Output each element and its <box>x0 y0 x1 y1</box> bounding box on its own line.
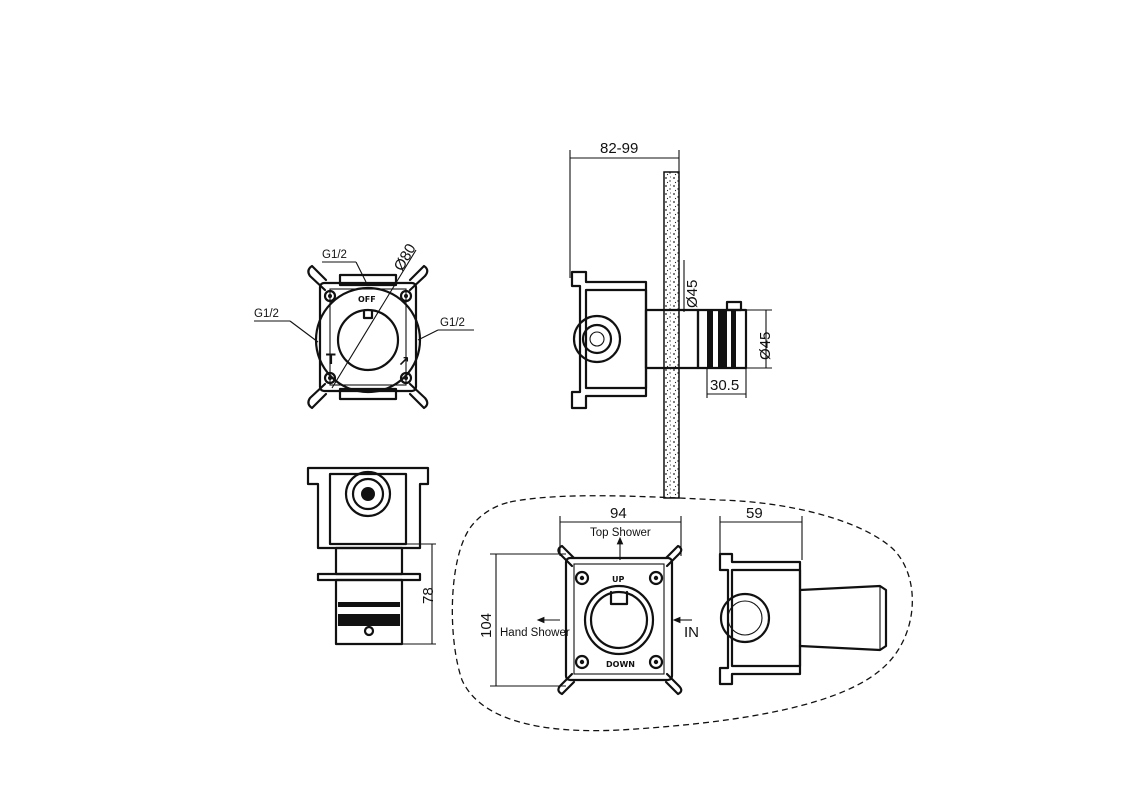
bottom-view-height-dim: 78 <box>420 587 437 604</box>
front-view-diameter-label: Ø80 <box>391 241 420 274</box>
front-view-label-right: G1/2 <box>440 317 465 329</box>
detail-port-top: Top Shower <box>590 527 651 539</box>
side-view: 82-99 Ø45 Ø45 30.5 <box>569 140 774 499</box>
front-view-symbol-right: ↗ <box>398 354 410 370</box>
front-view-label-left: G1/2 <box>254 308 279 320</box>
detail-group: 94 Top Shower 104 UP DOWN Hand Shower IN <box>451 495 913 732</box>
detail-width-dim: 94 <box>610 505 627 522</box>
detail-port-left: Hand Shower <box>500 627 570 639</box>
front-view: Ø80 G1/2 G1/2 G1/2 OFF T ↗ <box>254 241 474 410</box>
side-view-dia-upper: Ø45 <box>684 280 701 308</box>
side-view-dia-right: Ø45 <box>757 332 774 360</box>
front-view-ears <box>307 264 429 410</box>
side-view-depth-dim: 82-99 <box>600 140 638 157</box>
detail-text-down: DOWN <box>606 660 635 669</box>
detail-text-up: UP <box>612 575 624 584</box>
front-view-symbol-left: T <box>326 352 336 368</box>
detail-port-right: IN <box>684 624 699 641</box>
bottom-view: 78 <box>306 466 437 646</box>
detail-side-dim: 59 <box>746 505 763 522</box>
front-view-label-top: G1/2 <box>322 249 347 261</box>
wall-section <box>663 171 680 499</box>
detail-outline <box>451 495 913 732</box>
front-view-off-text: OFF <box>358 295 376 304</box>
side-view-length-dim: 30.5 <box>710 377 739 394</box>
detail-height-dim: 104 <box>478 613 495 638</box>
